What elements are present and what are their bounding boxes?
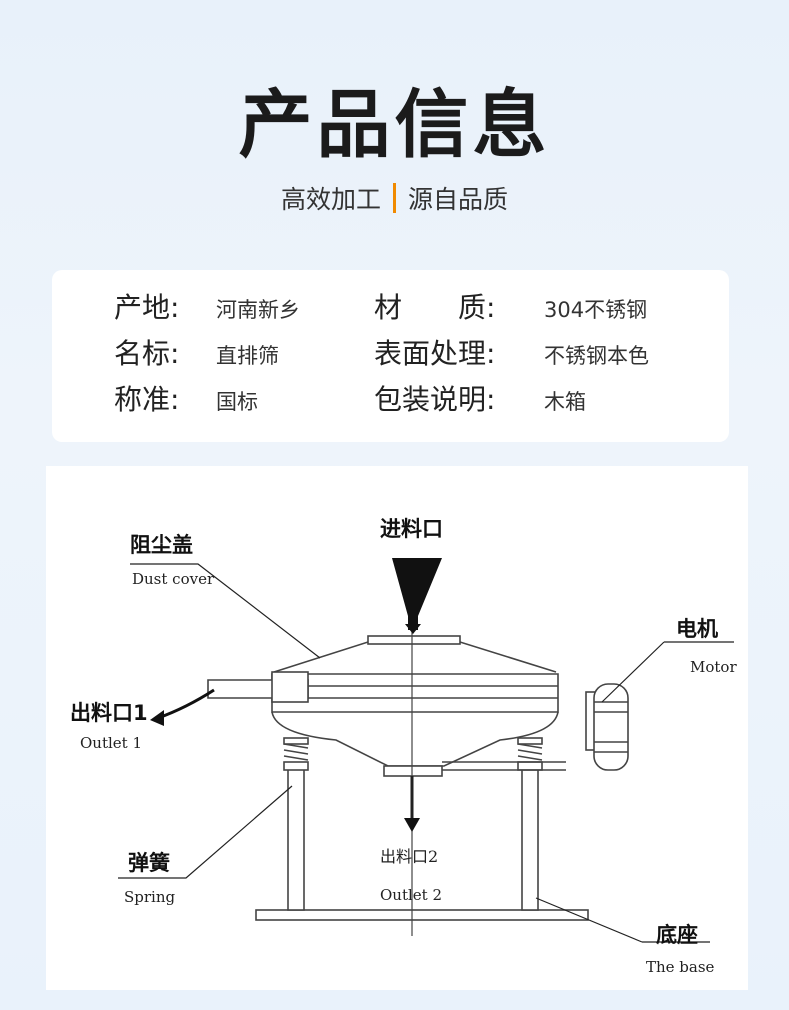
info-value: 直排筛	[216, 344, 279, 368]
base-leader	[535, 897, 710, 943]
info-value: 木箱	[544, 390, 586, 414]
dust-cover-label: 阻尘盖	[130, 533, 193, 557]
lower-cone	[271, 711, 559, 767]
outlet1-arrow	[157, 688, 215, 720]
info-value: 河南新乡	[216, 298, 300, 322]
spring-leader	[118, 785, 293, 879]
motor-label: 电机	[676, 617, 718, 641]
spring-label-en: Spring	[124, 888, 176, 906]
outlet2-arrow	[404, 818, 420, 832]
info-label: 表面处理:	[374, 334, 496, 376]
motor-leader	[601, 641, 734, 703]
dust-cover-lid	[273, 641, 557, 673]
outlet1-label-en: Outlet 1	[80, 734, 142, 752]
leg-left	[287, 767, 305, 911]
inlet-label: 进料口	[380, 517, 443, 541]
info-label: 产地:	[114, 288, 180, 330]
dust-cover-leader	[130, 563, 321, 659]
subtitle-right: 源自品质	[408, 185, 509, 214]
motor-label-en: Motor	[690, 658, 737, 676]
motor-shape	[585, 683, 629, 771]
outlet2-label: 出料口2	[380, 847, 438, 866]
leg-right	[521, 767, 539, 911]
spring-left	[283, 737, 309, 771]
spring-right	[517, 737, 543, 771]
outlet2-pipe	[383, 765, 443, 777]
spring-label: 弹簧	[128, 851, 170, 875]
info-label: 包装说明:	[374, 380, 496, 422]
base-plate	[255, 909, 589, 921]
info-label: 称准:	[114, 380, 180, 422]
dust-cover-label-en: Dust cover	[132, 570, 215, 588]
page-title: 产品信息	[238, 82, 551, 168]
info-label: 材 质:	[374, 288, 514, 330]
outlet2-label-en: Outlet 2	[380, 886, 442, 904]
subtitle-divider	[393, 183, 396, 213]
info-value: 304不锈钢	[544, 298, 648, 322]
info-value: 国标	[216, 390, 258, 414]
info-label: 名标:	[114, 334, 180, 376]
info-value: 不锈钢本色	[544, 344, 649, 368]
sieve-diagram: 阻尘盖 Dust cover 进料口 电机 Motor 出料口1 Outlet …	[46, 466, 748, 990]
sieve-diagram-svg: 阻尘盖 Dust cover 进料口 电机 Motor 出料口1 Outlet …	[70, 517, 737, 976]
base-label-en: The base	[646, 958, 715, 976]
page-subtitle: 高效加工源自品质	[0, 183, 789, 216]
sieve-body	[271, 673, 559, 713]
base-label: 底座	[656, 923, 698, 947]
inlet-funnel	[392, 558, 442, 630]
product-info-card: 产地: 河南新乡 材 质: 304不锈钢 名标: 直排筛 表面处理: 不锈钢本色…	[52, 270, 729, 442]
outlet1-label: 出料口1	[70, 701, 148, 725]
subtitle-left: 高效加工	[280, 185, 381, 214]
